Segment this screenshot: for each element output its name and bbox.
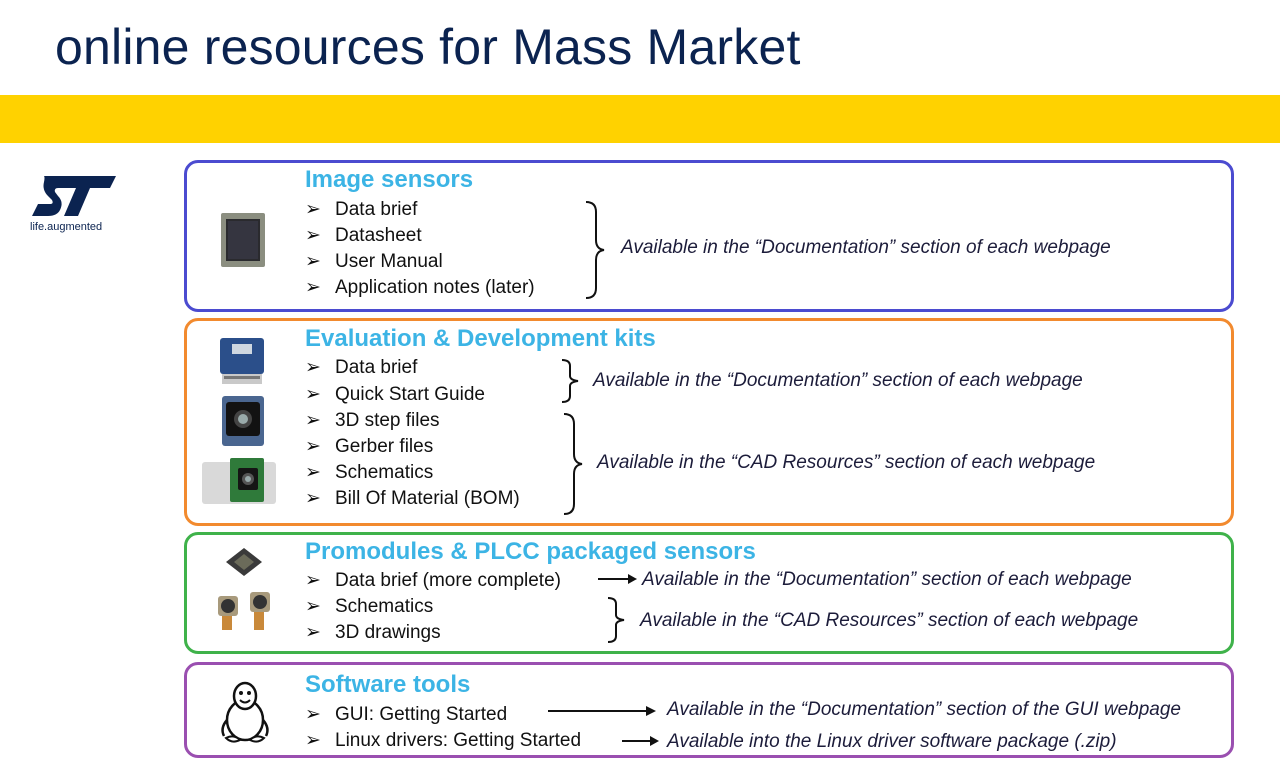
- availability-note: Available in the “Documentation” section…: [642, 569, 1132, 590]
- right-brace-icon: [563, 413, 583, 515]
- list-item: ➢Data brief: [305, 199, 418, 220]
- tux-penguin-icon: [218, 680, 272, 749]
- camera-module-board-image: [220, 394, 266, 455]
- right-brace-icon: [585, 201, 605, 299]
- right-brace-icon: [561, 359, 579, 403]
- chevron-bullet-icon: ➢: [305, 596, 321, 617]
- eval-board-image: [218, 336, 266, 391]
- chevron-bullet-icon: ➢: [305, 436, 321, 457]
- availability-note: Available in the “Documentation” section…: [593, 370, 1083, 391]
- accent-band: [0, 95, 1280, 143]
- section-title: Image sensors: [305, 166, 474, 193]
- page-title: online resources for Mass Market: [55, 19, 801, 75]
- chevron-bullet-icon: ➢: [305, 251, 321, 272]
- list-item: ➢Datasheet: [305, 225, 422, 246]
- availability-note: Available into the Linux driver software…: [667, 731, 1117, 752]
- promodules-panel: [184, 532, 1234, 654]
- chevron-bullet-icon: ➢: [305, 462, 321, 483]
- right-arrow-icon: [598, 574, 637, 584]
- availability-note: Available in the “Documentation” section…: [667, 699, 1182, 720]
- right-brace-icon: [607, 597, 625, 643]
- chevron-bullet-icon: ➢: [305, 225, 321, 246]
- right-arrow-icon: [622, 736, 659, 746]
- image-sensors-panel: [184, 160, 1234, 312]
- list-item: ➢Schematics: [305, 462, 434, 483]
- list-item: ➢Gerber files: [305, 436, 434, 457]
- plcc-sensor-image: [222, 544, 266, 585]
- chevron-bullet-icon: ➢: [305, 384, 321, 405]
- section-title: Promodules & PLCC packaged sensors: [305, 538, 756, 565]
- list-item: ➢3D drawings: [305, 622, 441, 643]
- list-item: ➢Application notes (later): [305, 277, 535, 298]
- dev-kit-assembly-image: [200, 454, 280, 513]
- chevron-bullet-icon: ➢: [305, 704, 321, 725]
- chevron-bullet-icon: ➢: [305, 277, 321, 298]
- image-sensor-chip-image: [220, 212, 266, 273]
- section-title: Software tools: [305, 671, 471, 698]
- list-item: ➢Quick Start Guide: [305, 384, 485, 405]
- availability-note: Available in the “CAD Resources” section…: [597, 452, 1096, 473]
- chevron-bullet-icon: ➢: [305, 570, 321, 591]
- chevron-bullet-icon: ➢: [305, 488, 321, 509]
- chevron-bullet-icon: ➢: [305, 199, 321, 220]
- software-tools-panel: [184, 662, 1234, 758]
- list-item: ➢Linux drivers: Getting Started: [305, 730, 582, 751]
- chevron-bullet-icon: ➢: [305, 622, 321, 643]
- right-arrow-icon: [548, 706, 656, 716]
- logo-tagline: life.augmented: [30, 221, 103, 233]
- availability-note: Available in the “CAD Resources” section…: [640, 610, 1139, 631]
- camera-modules-image: [214, 588, 276, 639]
- availability-note: Available in the “Documentation” section…: [621, 237, 1111, 258]
- list-item: ➢GUI: Getting Started: [305, 704, 508, 725]
- list-item: ➢Bill Of Material (BOM): [305, 488, 520, 509]
- list-item: ➢Data brief (more complete): [305, 570, 561, 591]
- list-item: ➢3D step files: [305, 410, 440, 431]
- chevron-bullet-icon: ➢: [305, 357, 321, 378]
- st-logo: [30, 174, 130, 240]
- list-item: ➢Schematics: [305, 596, 434, 617]
- section-title: Evaluation & Development kits: [305, 325, 656, 352]
- chevron-bullet-icon: ➢: [305, 410, 321, 431]
- chevron-bullet-icon: ➢: [305, 730, 321, 751]
- evaluation-kits-panel: [184, 318, 1234, 526]
- list-item: ➢Data brief: [305, 357, 418, 378]
- list-item: ➢User Manual: [305, 251, 443, 272]
